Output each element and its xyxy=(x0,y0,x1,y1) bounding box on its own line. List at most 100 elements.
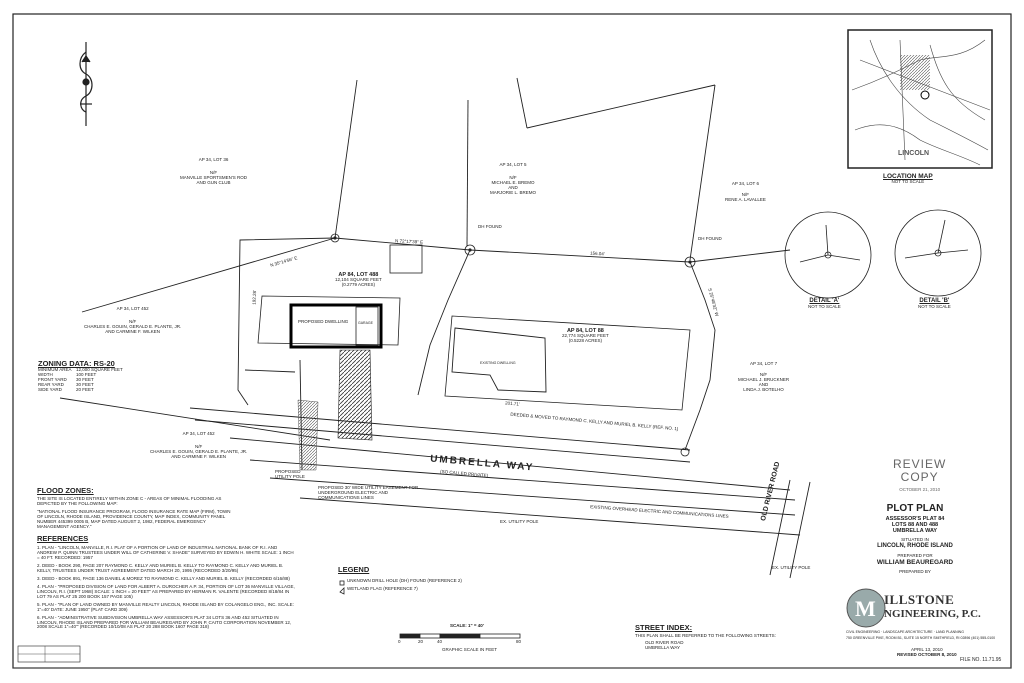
neighbor-owner: CHARLES E. GOUIN, GERALD E. PLANTE, JR. xyxy=(84,323,182,329)
scale-mark: 40 xyxy=(437,639,443,644)
parcel-id: AP 84, LOT 88 xyxy=(566,328,604,334)
neighbor-owner: AND CARMINE F. WILKEN xyxy=(105,328,161,334)
firm-date-revised: REVISED OCTOBER 8, 2010 xyxy=(897,651,957,657)
detail-a-circle xyxy=(784,211,872,299)
drill-hole-label: DH FOUND xyxy=(478,224,502,229)
firm-name-line1: ILLSTONE xyxy=(884,592,955,607)
neighbor-owner: MARJORIE L. BREMO xyxy=(490,189,537,195)
neighbor-id: AP 34, LOT 452 xyxy=(116,306,149,311)
parcel-acres: (0.5228 ACRES) xyxy=(568,337,603,343)
neighbor-owner: RENE A. LAVALLEE xyxy=(725,196,766,202)
prepared-for-label: PREPARED FOR xyxy=(897,552,933,558)
reference-item: 3. DEED - BOOK 891, PAGE 136 DANIEL & MO… xyxy=(37,575,290,581)
zoning-value: 30 FEET xyxy=(76,382,94,388)
scale-title: SCALE: 1" = 40' xyxy=(450,623,484,628)
drill-hole-label: DH FOUND xyxy=(698,236,722,241)
location-map-caption: LOCATION MAP NOT TO SCALE xyxy=(883,173,933,185)
neighbor-np: N/F xyxy=(759,371,768,377)
svg-text:M: M xyxy=(855,596,876,621)
review-date: OCTOBER 21, 2010 xyxy=(899,487,941,493)
zoning-row: SIDE YARD 20 FEET xyxy=(38,387,123,393)
reference-item: 5. PLAN - "PLAN OF LAND OWNED BY MANVILL… xyxy=(37,601,294,612)
parcel-lot488: AP 84, LOT 488 12,104 SQUARE FEET (0.277… xyxy=(335,272,382,288)
bearing-label: 192.28' xyxy=(251,290,258,305)
plan-line: UMBRELLA WAY xyxy=(892,528,938,535)
neighbor-id: AP 34, LOT 5 xyxy=(499,162,527,167)
flood-title: FLOOD ZONES: xyxy=(37,486,94,495)
detail-b-sub: NOT TO SCALE xyxy=(918,303,951,309)
bearing-label: 156.04' xyxy=(589,250,605,257)
neighbor-lot6: AP 34, LOT 6 N/F RENE A. LAVALLEE xyxy=(725,181,766,203)
references-block: REFERENCES 1. PLAN - "LINCOLN, MANVILLE,… xyxy=(37,534,295,633)
situated-label: SITUATED IN xyxy=(901,537,929,543)
file-number: FILE NO. 11.71.95 xyxy=(960,657,1002,663)
street-index-item: OLD RIVER ROAD xyxy=(645,640,684,646)
neighbor-owner: AND xyxy=(758,381,769,387)
garage-shape xyxy=(355,306,379,346)
neighbor-lot36: AP 34, LOT 36 N/F MANVILLE SPORTSMEN'S R… xyxy=(180,157,247,186)
reference-item: 4. PLAN - "PROPOSED DIVISION OF LAND FOR… xyxy=(37,583,295,599)
zoning-value: 20 FEET xyxy=(76,387,94,392)
detail-a-caption: DETAIL 'A' NOT TO SCALE xyxy=(808,298,841,310)
prepared-by-label: PREPARED BY xyxy=(899,568,931,574)
legend-item: UNKNOWN DRILL HOLE (DH) FOUND (REFERENCE… xyxy=(347,578,462,584)
shed-shape xyxy=(389,244,423,274)
neighbor-lot5: AP 34, LOT 5 N/F MICHAEL E. BREMO AND MA… xyxy=(490,162,537,196)
neighbor-lot452-lower: AP 34, LOT 452 N/F CHARLES E. GOUIN, GER… xyxy=(150,431,248,460)
references-list: 1. PLAN - "LINCOLN, MANVILLE, R.I. PLAT … xyxy=(37,545,295,630)
neighbor-owner: CHARLES E. GOUIN, GERALD E. PLANTE, JR. xyxy=(150,448,248,454)
location-map-frame xyxy=(847,29,993,169)
plan-line: LOTS 88 AND 488 xyxy=(891,522,939,529)
parcel-acres: (0.2779 ACRES) xyxy=(341,281,376,287)
proposed-dwelling-label: PROPOSED DWELLING xyxy=(298,319,349,324)
neighbor-owner: LINDA J. BOTELHO xyxy=(743,386,784,392)
reference-item: 2. DEED - BOOK 290, PAGE 207 RAYMOND C. … xyxy=(37,563,284,573)
driveway-area xyxy=(337,349,373,441)
review-line: COPY xyxy=(900,470,939,485)
location-map-town: LINCOLN xyxy=(898,150,930,157)
firm-date: APRIL 13, 2010 xyxy=(911,647,943,652)
legend-item: WETLAND FLAG (REFERENCE 7) xyxy=(347,586,418,592)
neighbor-id: AP 34, LOT 452 xyxy=(182,431,215,436)
review-line: REVIEW xyxy=(893,457,947,471)
firm-dates: APRIL 13, 2010 REVISED OCTOBER 8, 2010 xyxy=(897,647,957,658)
property-lines xyxy=(59,77,811,579)
flood-text: "NATIONAL FLOOD INSURANCE PROGRAM, FLOOD… xyxy=(37,509,231,529)
neighbor-id: AP 34, LOT 7 xyxy=(749,361,778,366)
zoning-key: MINIMUM AREA xyxy=(38,367,72,373)
detail-b-caption: DETAIL 'B' NOT TO SCALE xyxy=(918,298,951,310)
flood-text: THE SITE IS LOCATED ENTIRELY WITHIN ZONE… xyxy=(37,496,222,507)
neighbor-owner: MICHAEL J. BRUCKNER xyxy=(738,376,790,382)
neighbor-owner: AND xyxy=(508,184,518,190)
detail-b-circle xyxy=(894,209,982,297)
neighbor-id: AP 34, LOT 6 xyxy=(731,181,759,186)
zoning-title: ZONING DATA: RS-20 xyxy=(38,359,115,368)
town-label: LINCOLN, RHODE ISLAND xyxy=(877,543,953,550)
firm-name-line2: NGINEERING, P.C. xyxy=(884,608,981,620)
zoning-value: 100 FEET xyxy=(76,372,97,378)
north-arrow-icon xyxy=(79,42,93,126)
neighbor-lot7: AP 34, LOT 7 N/F MICHAEL J. BRUCKNER AND… xyxy=(738,361,790,393)
title-block: PLOT PLAN ASSESSOR'S PLAT 84 LOTS 88 AND… xyxy=(860,503,970,575)
graphic-scale xyxy=(399,633,521,639)
existing-dwelling-shape xyxy=(451,327,547,393)
neighbor-np: N/F xyxy=(129,318,137,324)
firm-services: CIVIL ENGINEERING · LANDSCAPE ARCHITECTU… xyxy=(846,630,964,634)
legend-block: LEGEND UNKNOWN DRILL HOLE (DH) FOUND (RE… xyxy=(338,565,462,592)
zoning-value: 30 FEET xyxy=(76,377,94,383)
scale-mark: 20 xyxy=(418,639,424,644)
zoning-key: SIDE YARD xyxy=(38,387,62,392)
utility-pole-label: EX. UTILITY POLE xyxy=(500,519,539,524)
scale-mark: 0 xyxy=(398,639,401,644)
neighbor-owner: MICHAEL E. BREMO xyxy=(491,179,535,185)
neighbor-np: N/F xyxy=(195,443,203,449)
reference-item: 1. PLAN - "LINCOLN, MANVILLE, R.I. PLAT … xyxy=(37,545,294,561)
plan-line: ASSESSOR'S PLAT 84 xyxy=(885,516,945,522)
lot-88-envelope xyxy=(257,295,691,411)
firm-address: 750 GREENVILLE PIKE, ROOM B1, SUITE 15 N… xyxy=(846,636,996,640)
easement-note: PROPOSED 30' WIDE UTILITY EASEMENT FOR U… xyxy=(318,485,419,500)
